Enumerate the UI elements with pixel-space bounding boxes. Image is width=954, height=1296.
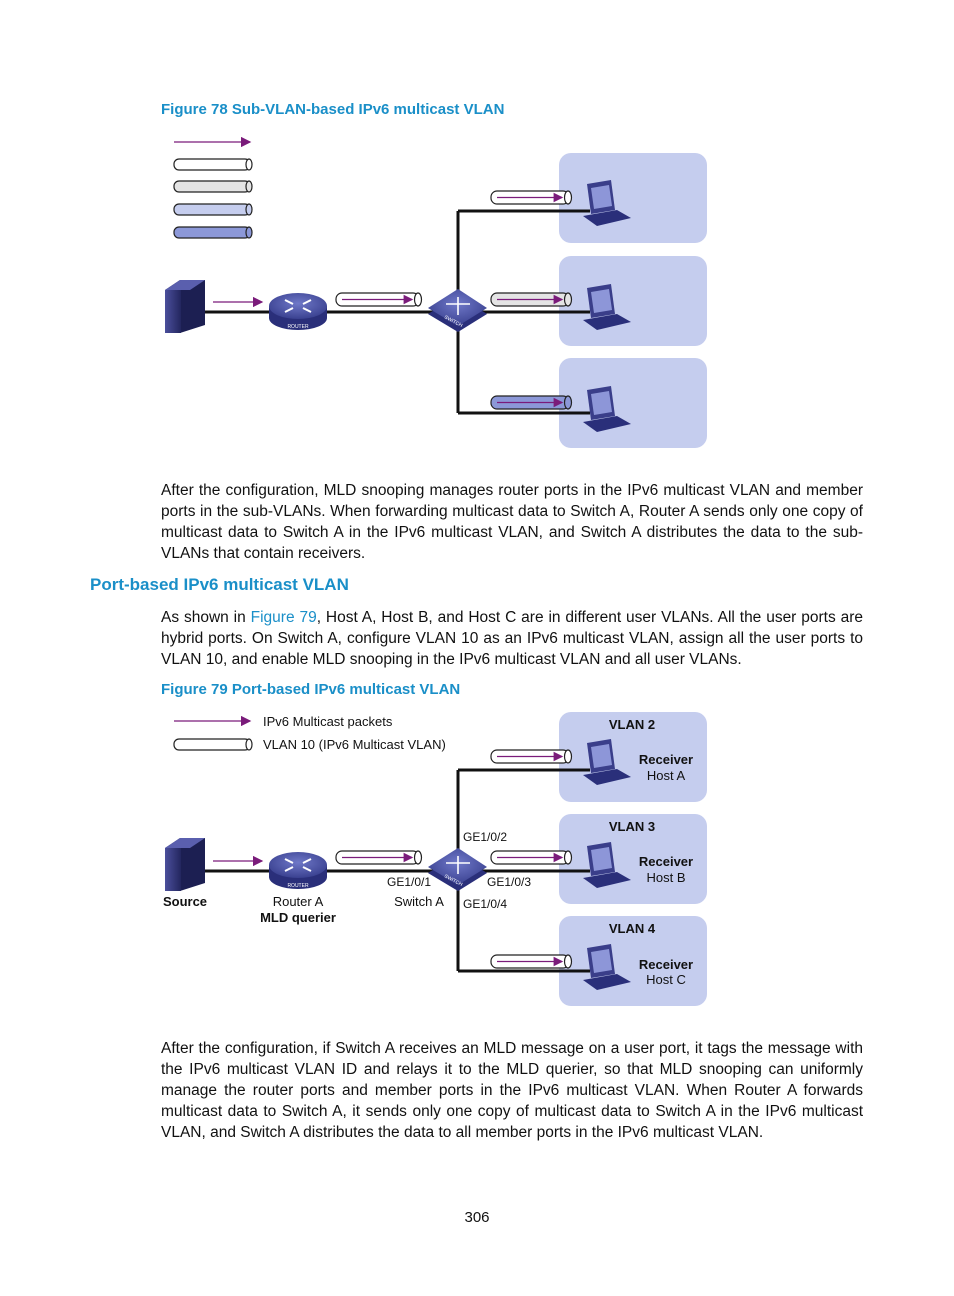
figure-79-diagram: IPv6 Multicast packets VLAN 10 (IPv6 Mul… (163, 712, 707, 1006)
port-ge1-0-4: GE1/0/4 (463, 897, 507, 911)
vlan-2-label: VLAN 2 (609, 717, 655, 732)
paragraph-3: After the configuration, if Switch A rec… (161, 1038, 863, 1143)
port-ge1-0-2: GE1/0/2 (463, 830, 507, 844)
vlan-4-label: VLAN 4 (609, 921, 656, 936)
source-server-icon (165, 838, 205, 891)
host-c-label: Host C (646, 972, 686, 987)
receiver-a-label: Receiver (639, 752, 693, 767)
vlan-box-3 (559, 358, 707, 448)
figure-79-caption: Figure 79 Port-based IPv6 multicast VLAN (161, 681, 461, 698)
legend-pipe-white (173, 158, 253, 171)
figure-78-diagram: ROUTER SWITCH (165, 136, 707, 448)
host-a-pc-icon (583, 739, 631, 785)
paragraph-2-text-end: , Host A, Host B, and Host C are in diff… (161, 609, 863, 668)
switch-icon: SWITCH (428, 289, 487, 332)
paragraph-2: As shown in Figure 79, Host A, Host B, a… (161, 607, 863, 670)
source-label: Source (163, 894, 207, 909)
pipe-down-1 (490, 749, 573, 764)
port-ge1-0-3: GE1/0/3 (487, 875, 531, 889)
page-number: 306 (464, 1209, 490, 1226)
pipe-down-2 (490, 292, 573, 307)
host-b-pc-icon (583, 842, 631, 888)
vlan-box-2 (559, 256, 707, 346)
paragraph-1: After the configuration, MLD snooping ma… (161, 480, 863, 564)
router-icon: ROUTER (269, 293, 327, 330)
host-pc-icon (583, 180, 631, 226)
switch-icon: SWITCH (428, 848, 487, 891)
receiver-c-label: Receiver (639, 957, 693, 972)
section-heading: Port-based IPv6 multicast VLAN (90, 575, 349, 594)
figure-79-link[interactable]: Figure 79 (250, 609, 317, 626)
paragraph-2-text-start: As shown in (161, 609, 251, 626)
legend-pipe-lightblue (173, 203, 253, 216)
pipe-uplink (335, 850, 423, 865)
svg-text:ROUTER: ROUTER (287, 324, 309, 330)
legend-vlan-label: VLAN 10 (IPv6 Multicast VLAN) (263, 737, 446, 752)
host-b-label: Host B (646, 870, 685, 885)
host-pc-icon (583, 284, 631, 330)
switch-name-label: Switch A (394, 894, 444, 909)
pipe-down-2 (490, 850, 573, 865)
port-ge1-0-1: GE1/0/1 (387, 875, 431, 889)
host-c-pc-icon (583, 944, 631, 990)
pipe-down-3 (490, 954, 573, 969)
vlan-box-1 (559, 153, 707, 243)
router-role-label: MLD querier (260, 910, 336, 925)
paragraph-1-text: After the configuration, MLD snooping ma… (161, 482, 863, 562)
receiver-b-label: Receiver (639, 854, 693, 869)
pipe-uplink (335, 292, 423, 307)
legend-packets-label: IPv6 Multicast packets (263, 714, 393, 729)
router-name-label: Router A (273, 894, 324, 909)
legend-pipe-blue (173, 226, 253, 239)
host-a-label: Host A (647, 768, 686, 783)
paragraph-3-text: After the configuration, if Switch A rec… (161, 1040, 863, 1141)
vlan-3-label: VLAN 3 (609, 819, 655, 834)
router-icon: ROUTER (269, 852, 327, 889)
source-server-icon (165, 280, 205, 333)
figure-78-caption: Figure 78 Sub-VLAN-based IPv6 multicast … (161, 101, 505, 118)
legend-vlan-pipe (173, 738, 253, 751)
svg-text:ROUTER: ROUTER (287, 883, 309, 889)
pipe-down-3 (490, 395, 573, 410)
host-pc-icon (583, 386, 631, 432)
legend-pipe-grey (173, 180, 253, 193)
pipe-down-1 (490, 190, 573, 205)
